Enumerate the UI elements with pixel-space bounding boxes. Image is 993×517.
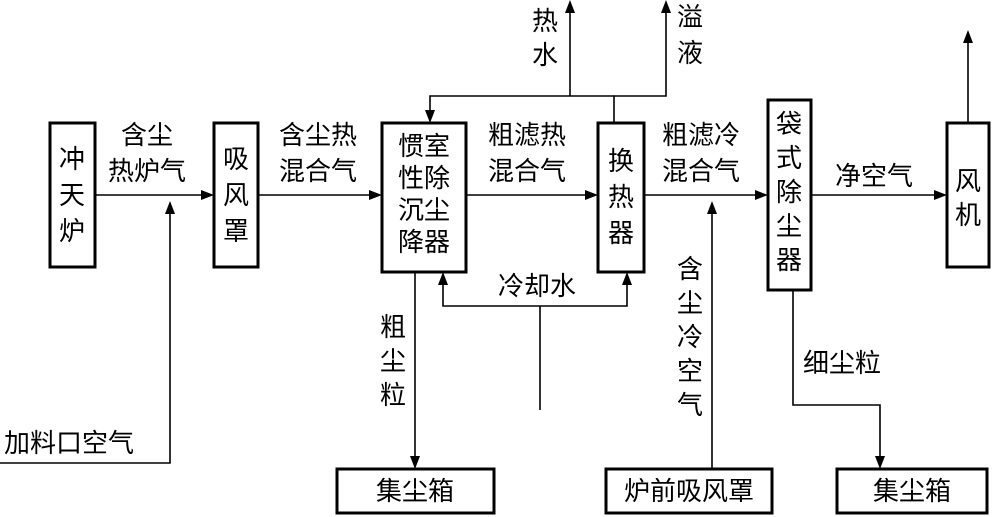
arrow-down-icon	[410, 456, 420, 469]
arrow-up-icon	[565, 0, 575, 13]
front-hood-box: 炉前吸风罩	[604, 467, 774, 515]
inertial-collector-label-1: 惯室	[398, 132, 450, 162]
cupola-label-1: 冲	[59, 145, 85, 175]
hood-label-1: 吸	[223, 145, 249, 175]
bag-filter-label-5: 器	[776, 246, 802, 276]
bag-filter-label-4: 尘	[776, 212, 802, 242]
label-coarse-hot-mix-2: 混合气	[488, 157, 566, 187]
label-fine-dust: 细尘粒	[803, 349, 881, 379]
dust-bin-left-box: 集尘箱	[335, 467, 496, 515]
flow-top-loop-to-collector	[425, 95, 614, 123]
label-dusty-cold-air-3: 冷	[677, 323, 703, 353]
inertial-collector-label-2: 性除	[398, 164, 450, 194]
dust-bin-right-label: 集尘箱	[873, 477, 951, 507]
label-dusty-cold-air: 含 尘 冷 空 气	[677, 255, 703, 421]
flow-exchanger-to-bagfilter	[644, 190, 768, 200]
flow-charging-door-air	[0, 201, 175, 464]
label-overflow-2: 液	[677, 39, 703, 69]
heat-exchanger-label-2: 热	[608, 183, 634, 213]
fan-box: 风 机	[945, 121, 991, 269]
arrow-right-icon	[755, 190, 768, 200]
arrow-up-icon	[622, 272, 632, 285]
label-charging-door-air: 加料口空气	[4, 429, 134, 459]
label-coarse-cold-mix: 粗滤冷 混合气	[662, 121, 740, 187]
hood-box: 吸 风 罩	[212, 121, 260, 269]
flow-hot-water-out	[565, 0, 575, 96]
label-dusty-cold-air-1: 含	[677, 255, 703, 285]
label-coarse-cold-mix-2: 混合气	[662, 157, 740, 187]
label-coarse-dust-2: 尘	[380, 347, 406, 377]
label-coarse-cold-mix-1: 粗滤冷	[662, 121, 740, 151]
label-dusty-furnace-gas-1: 含尘	[121, 121, 173, 151]
arrow-down-icon	[875, 456, 885, 469]
hood-label-2: 风	[223, 181, 249, 211]
label-cooling-water: 冷却水	[498, 272, 576, 302]
bag-filter-label-3: 除	[776, 178, 802, 208]
arrow-up-icon	[661, 0, 671, 13]
label-clean-air: 净空气	[835, 162, 913, 192]
heat-exchanger-box: 换 热 器	[596, 121, 646, 274]
arrow-up-icon	[438, 272, 448, 285]
flow-hood-to-collector	[258, 190, 382, 200]
label-coarse-dust-1: 粗	[380, 313, 406, 343]
label-dusty-cold-air-5: 气	[677, 391, 703, 421]
inertial-collector-label-4: 降器	[398, 228, 450, 258]
arrow-right-icon	[369, 190, 382, 200]
hood-label-3: 罩	[223, 217, 249, 247]
front-hood-label: 炉前吸风罩	[624, 477, 754, 507]
label-hot-water-2: 水	[532, 41, 558, 71]
flow-cupola-to-hood	[95, 190, 214, 200]
flow-cooling-water	[438, 272, 632, 410]
bag-filter-label-2: 式	[776, 144, 802, 174]
flow-collector-to-exchanger	[466, 190, 598, 200]
label-dusty-furnace-gas: 含尘 热炉气	[108, 121, 186, 187]
bag-filter-label-1: 袋	[776, 110, 802, 140]
label-hot-water: 热 水	[532, 7, 558, 71]
label-coarse-hot-mix: 粗滤热 混合气	[488, 121, 566, 187]
heat-exchanger-label-3: 器	[608, 219, 634, 249]
label-dusty-cold-air-2: 尘	[677, 289, 703, 319]
arrow-up-icon	[963, 30, 973, 43]
arrow-right-icon	[201, 190, 214, 200]
label-dusty-hot-mix: 含尘热 混合气	[279, 121, 357, 187]
bag-filter-box: 袋 式 除 尘 器	[766, 98, 813, 292]
label-dusty-cold-air-4: 空	[677, 357, 703, 387]
label-coarse-dust: 粗 尘 粒	[380, 313, 406, 411]
arrow-up-icon	[707, 201, 717, 214]
flow-fine-dust	[792, 290, 885, 469]
arrow-up-icon	[165, 201, 175, 214]
flow-overflow-out	[613, 0, 671, 123]
cupola-label-2: 天	[59, 181, 85, 211]
flow-bagfilter-to-fan	[811, 190, 947, 200]
arrow-right-icon	[585, 190, 598, 200]
flow-fan-exhaust	[963, 30, 973, 123]
arrow-down-icon	[425, 110, 435, 123]
label-coarse-hot-mix-1: 粗滤热	[488, 121, 566, 151]
heat-exchanger-label-1: 换	[608, 147, 634, 177]
label-coarse-dust-3: 粒	[380, 381, 406, 411]
label-hot-water-1: 热	[532, 7, 558, 37]
label-overflow: 溢 液	[677, 3, 703, 69]
label-overflow-1: 溢	[677, 3, 703, 33]
fan-label-1: 风	[955, 167, 981, 197]
arrow-right-icon	[934, 190, 947, 200]
inertial-collector-box: 惯室 性除 沉尘 降器	[380, 121, 468, 274]
dust-bin-left-label: 集尘箱	[376, 477, 454, 507]
inertial-collector-label-3: 沉尘	[398, 196, 450, 226]
label-dusty-hot-mix-1: 含尘热	[279, 121, 357, 151]
dust-bin-right-box: 集尘箱	[835, 467, 989, 515]
fan-label-2: 机	[955, 201, 981, 231]
cupola-label-3: 炉	[59, 217, 85, 247]
cupola-box: 冲 天 炉	[48, 121, 97, 269]
label-dusty-furnace-gas-2: 热炉气	[108, 157, 186, 187]
flow-coarse-dust	[410, 272, 420, 469]
flow-front-hood-air	[707, 201, 717, 469]
label-dusty-hot-mix-2: 混合气	[279, 157, 357, 187]
